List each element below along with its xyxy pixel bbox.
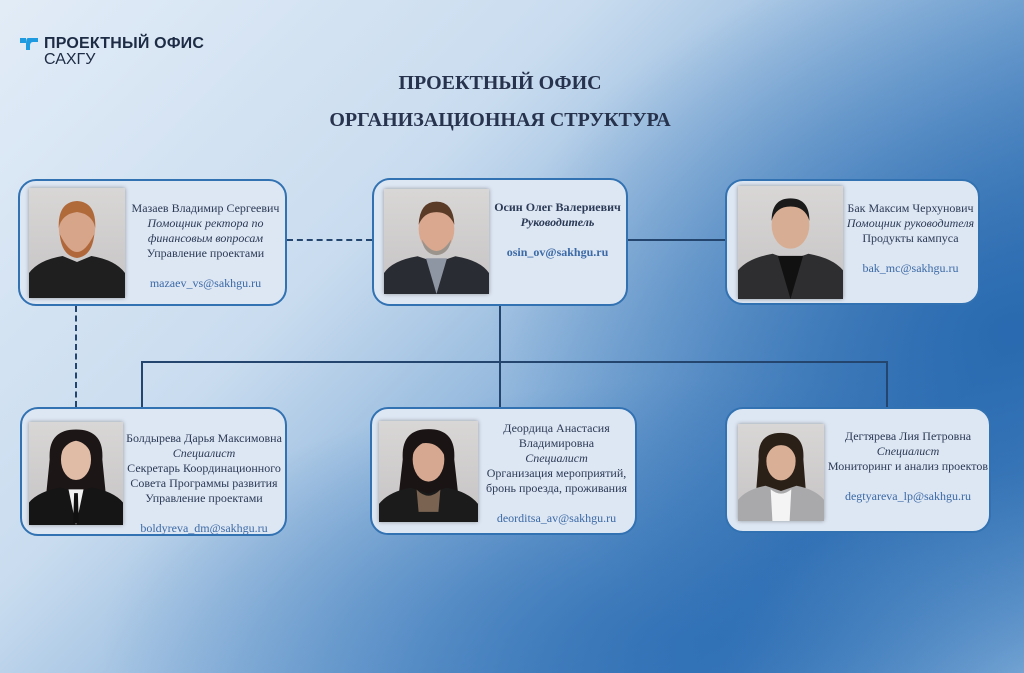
person-email[interactable]: mazaev_vs@sakhgu.ru (149, 276, 262, 290)
person-duty: Продукты кампуса (862, 231, 959, 245)
person-role: Помощник руководителя (846, 216, 975, 230)
person-card-osin: Осин Олег Валериевич Руководитель osin_o… (372, 178, 628, 306)
person-name: Бак Максим Черхунович (847, 201, 974, 215)
person-duty: Управление проектами (146, 246, 265, 260)
person-role: финансовым вопросам (147, 231, 264, 245)
person-role: Специалист (525, 451, 588, 465)
logo-mark-icon (20, 38, 38, 50)
connector (499, 306, 501, 407)
person-info: Дегтярева Лия Петровна Специалист Монито… (827, 429, 989, 504)
person-email[interactable]: bak_mc@sakhgu.ru (862, 261, 959, 275)
person-info: Болдырева Дарья Максимовна Специалист Се… (123, 431, 285, 536)
person-role: Помощник ректора по (147, 216, 264, 230)
person-duty: Организация мероприятий, (486, 466, 627, 480)
person-photo (384, 189, 489, 294)
person-email[interactable]: osin_ov@sakhgu.ru (506, 245, 609, 259)
person-name: Болдырева Дарья Максимовна (126, 431, 282, 445)
person-email[interactable]: degtyareva_lp@sakhgu.ru (844, 489, 971, 503)
person-card-mazaev: Мазаев Владимир Сергеевич Помощник ректо… (18, 179, 287, 306)
person-card-deorditsa: Деордица Анастасия Владимировна Специали… (370, 407, 637, 535)
person-info: Осин Олег Валериевич Руководитель osin_o… (489, 200, 626, 260)
person-duty: Управление проектами (145, 491, 263, 505)
page-subtitle: ОРГАНИЗАЦИОННАЯ СТРУКТУРА (329, 109, 671, 131)
person-email[interactable]: boldyreva_dm@sakhgu.ru (140, 521, 268, 535)
person-name: Владимировна (518, 436, 595, 450)
connector (141, 361, 888, 363)
person-photo (29, 188, 125, 298)
person-name: Деордица Анастасия (503, 421, 610, 435)
connector (141, 361, 143, 407)
dashed-connector (287, 239, 372, 241)
person-duty: Совета Программы развития (130, 476, 278, 490)
person-name: Дегтярева Лия Петровна (844, 429, 972, 443)
logo-title: ПРОЕКТНЫЙ ОФИС (44, 35, 205, 52)
person-card-bak: Бак Максим Черхунович Помощник руководит… (725, 179, 980, 305)
person-duty: бронь проезда, проживания (485, 481, 628, 495)
person-role: Специалист (172, 446, 236, 460)
dashed-connector (75, 306, 77, 407)
person-duty: Секретарь Координационного (127, 461, 281, 475)
person-role: Руководитель (520, 215, 595, 229)
person-card-boldyreva: Болдырева Дарья Максимовна Специалист Се… (20, 407, 287, 536)
person-photo (29, 422, 123, 525)
person-role: Специалист (876, 444, 940, 458)
person-info: Бак Максим Черхунович Помощник руководит… (843, 201, 978, 276)
person-photo (738, 424, 824, 521)
connector (886, 361, 888, 407)
person-card-degtyareva: Дегтярева Лия Петровна Специалист Монито… (725, 407, 991, 533)
connector (628, 239, 725, 241)
person-name: Осин Олег Валериевич (494, 200, 621, 214)
person-photo (738, 186, 843, 299)
person-info: Мазаев Владимир Сергеевич Помощник ректо… (126, 201, 285, 291)
logo-subtitle: САХГУ (44, 51, 96, 68)
person-duty: Мониторинг и анализ проектов (827, 459, 989, 473)
person-photo (379, 421, 478, 522)
person-info: Деордица Анастасия Владимировна Специали… (478, 421, 635, 526)
person-email[interactable]: deorditsa_av@sakhgu.ru (496, 511, 617, 525)
person-name: Мазаев Владимир Сергеевич (131, 201, 280, 215)
page-title: ПРОЕКТНЫЙ ОФИС (398, 72, 602, 94)
